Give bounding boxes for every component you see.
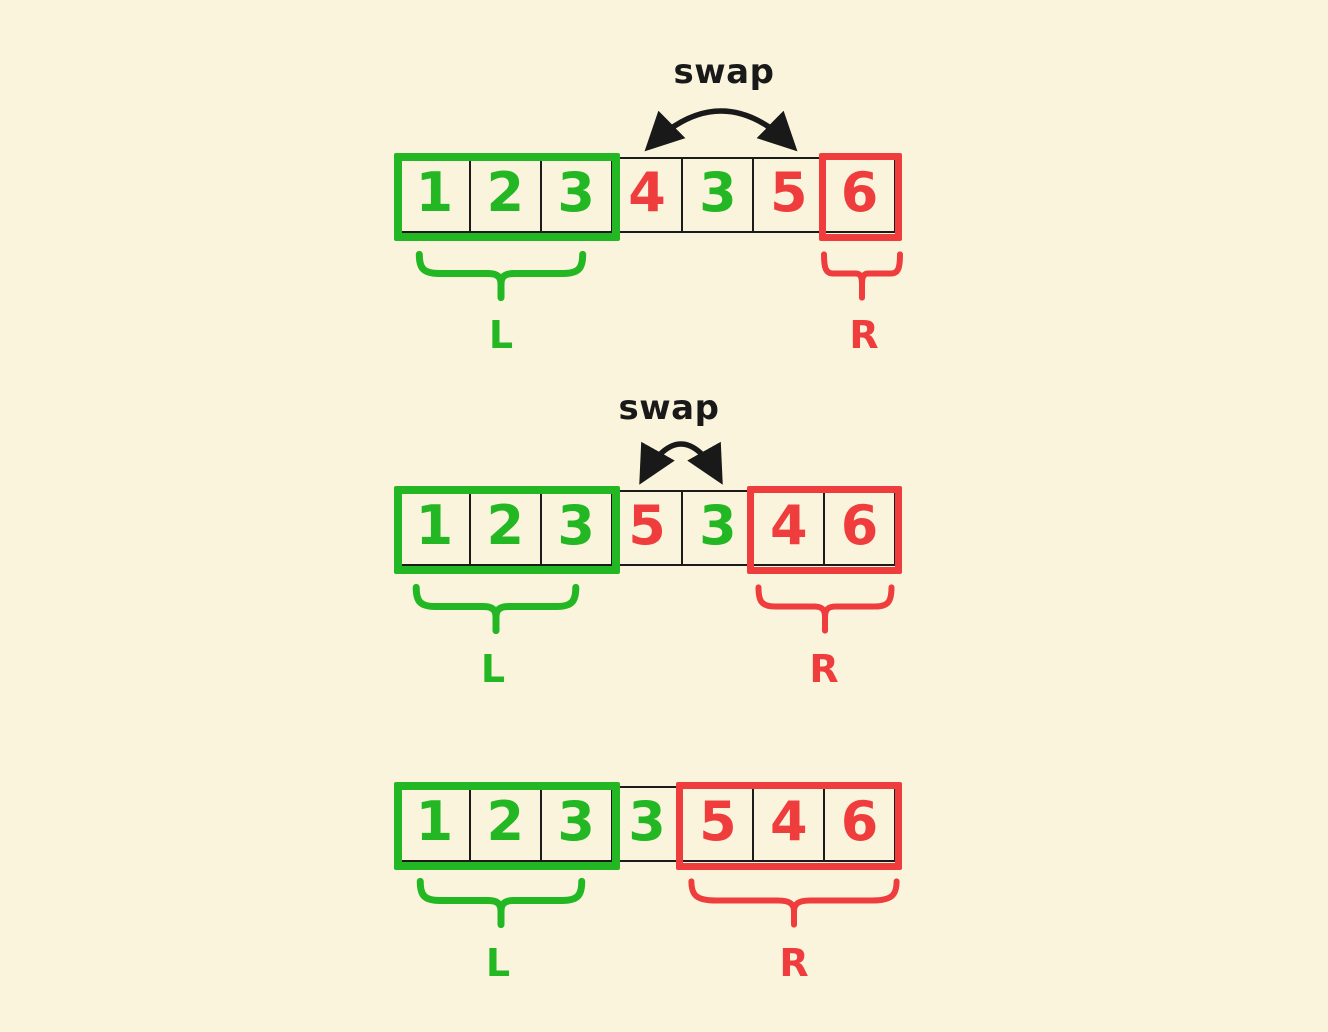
array-cell: 4	[754, 788, 826, 860]
array-cell: 4	[754, 492, 826, 564]
array-cell: 5	[683, 788, 755, 860]
array-cell: 1	[400, 492, 471, 564]
array-step-1: 1 2 3 4 3 5 6	[394, 153, 902, 241]
array-cell: 3	[613, 788, 684, 860]
array-cell: 6	[825, 159, 897, 231]
left-pointer-label: L	[485, 941, 511, 985]
array-cell: 5	[754, 159, 826, 231]
array-cell: 3	[683, 492, 755, 564]
swap-arrow-icon	[644, 108, 798, 152]
right-pointer-label: R	[779, 941, 809, 985]
swap-label: swap	[618, 388, 720, 428]
array-cell: 1	[400, 159, 471, 231]
left-brace	[412, 584, 580, 634]
left-brace	[416, 878, 586, 928]
array-cell: 3	[683, 159, 755, 231]
array-step-3: 1 2 3 3 5 4 6	[394, 782, 902, 870]
array-cell: 3	[542, 492, 613, 564]
left-pointer-label: L	[488, 313, 514, 357]
swap-label: swap	[673, 52, 775, 92]
array-cell: 4	[613, 159, 684, 231]
swap-arrow-icon	[639, 441, 723, 485]
right-brace	[822, 251, 902, 301]
array-cell: 5	[613, 492, 684, 564]
right-pointer-label: R	[809, 647, 839, 691]
array-cell: 2	[471, 159, 542, 231]
array-cell: 6	[825, 788, 897, 860]
right-brace	[686, 878, 902, 928]
left-brace	[415, 251, 587, 301]
array-cell: 6	[825, 492, 897, 564]
array-cell: 1	[400, 788, 471, 860]
array-cell: 2	[471, 492, 542, 564]
array-cell: 3	[542, 788, 613, 860]
array-cell: 2	[471, 788, 542, 860]
right-pointer-label: R	[849, 313, 879, 357]
array-cell: 3	[542, 159, 613, 231]
array-step-2: 1 2 3 5 3 4 6	[394, 486, 902, 574]
left-pointer-label: L	[480, 647, 506, 691]
right-brace	[755, 584, 895, 634]
